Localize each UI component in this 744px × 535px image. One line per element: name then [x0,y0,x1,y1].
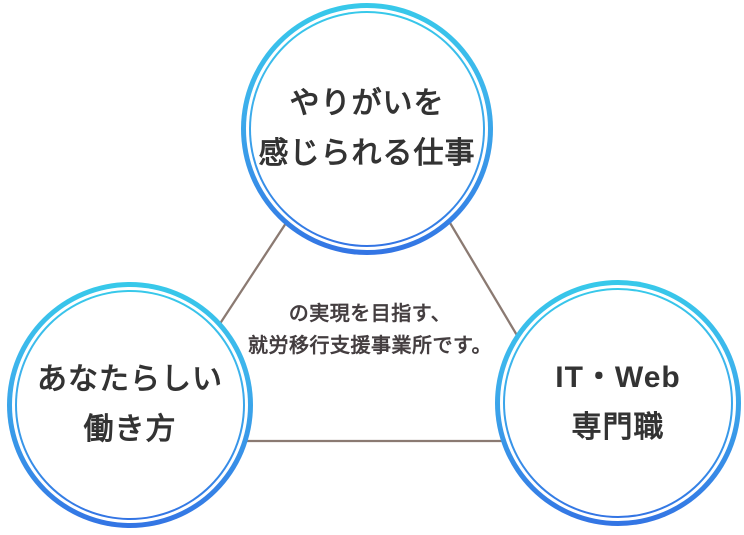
circle-core: やりがいを 感じられる仕事 [251,13,483,245]
circle-core: あなたらしい 働き方 [17,292,243,518]
triangle-outline [140,89,583,443]
circle-fulfilling-work: やりがいを 感じられる仕事 [241,3,493,255]
circle-text-line: IT・Web [555,361,681,394]
circle-text-line: 感じられる仕事 [258,137,476,170]
center-caption: の実現を目指す、 就労移行支援事業所です。 [220,298,520,362]
circle-ring-inner: あなたらしい 働き方 [15,290,245,520]
circle-personal-workstyle: あなたらしい 働き方 [7,282,253,528]
circle-ring-gap: やりがいを 感じられる仕事 [246,8,488,250]
circle-text-line: やりがいを [289,87,445,120]
circle-ring-gap: あなたらしい 働き方 [12,287,248,523]
circle-ring-gap: IT・Web 専門職 [500,285,736,521]
circle-it-web-professional: IT・Web 専門職 [495,280,741,526]
circle-core: IT・Web 専門職 [505,290,731,516]
circle-text-line: 働き方 [83,413,177,446]
circle-ring-inner: IT・Web 専門職 [503,288,733,518]
center-caption-line: 就労移行支援事業所です。 [248,335,492,357]
center-caption-line: の実現を目指す、 [288,303,452,325]
circle-text-line: あなたらしい [37,363,223,396]
circle-text-line: 専門職 [571,411,665,444]
circle-ring-inner: やりがいを 感じられる仕事 [249,11,485,247]
